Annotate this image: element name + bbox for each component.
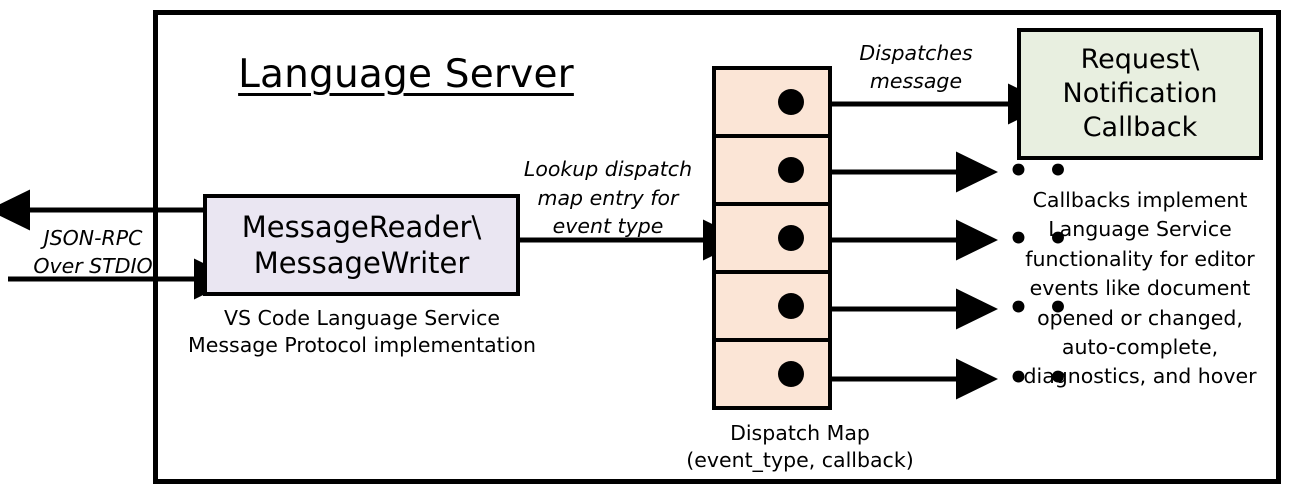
ellipsis-row-5: • • • — [968, 358, 1072, 398]
entry-dot-icon — [778, 361, 804, 387]
diagram-title: Language Server — [238, 52, 574, 97]
entry-dot-icon — [778, 225, 804, 251]
ellipsis-row-3: • • • — [968, 219, 1072, 259]
message-reader-writer-label: MessageReader\ MessageWriter — [241, 210, 482, 280]
edge-label-json-rpc: JSON-RPC Over STDIO — [33, 226, 153, 278]
dispatch-map-row[interactable] — [716, 206, 828, 274]
message-reader-writer-box[interactable]: MessageReader\ MessageWriter — [203, 194, 520, 296]
request-notification-callback-label: Request\ Notification Callback — [1062, 44, 1218, 143]
entry-dot-icon — [778, 157, 804, 183]
dispatch-map-row[interactable] — [716, 70, 828, 138]
dispatch-map-row[interactable] — [716, 274, 828, 342]
ellipsis-row-2: • • • — [968, 151, 1072, 191]
dispatch-map-caption: Dispatch Map (event_type, callback) — [686, 421, 914, 472]
entry-dot-icon — [778, 89, 804, 115]
dispatch-map-row[interactable] — [716, 138, 828, 206]
edge-label-lookup-dispatch: Lookup dispatch map entry for event type — [523, 157, 693, 238]
entry-dot-icon — [778, 293, 804, 319]
message-reader-writer-caption: VS Code Language Service Message Protoco… — [188, 306, 536, 357]
dispatch-map-row[interactable] — [716, 342, 828, 406]
callbacks-description: Callbacks implement Language Service fun… — [1023, 188, 1257, 389]
edge-label-dispatches-message: Dispatches message — [859, 41, 973, 93]
request-notification-callback-box[interactable]: Request\ Notification Callback — [1017, 28, 1263, 160]
dispatch-map-table[interactable] — [712, 66, 832, 410]
language-server-container — [153, 10, 1281, 484]
ellipsis-row-4: • • • — [968, 288, 1072, 328]
